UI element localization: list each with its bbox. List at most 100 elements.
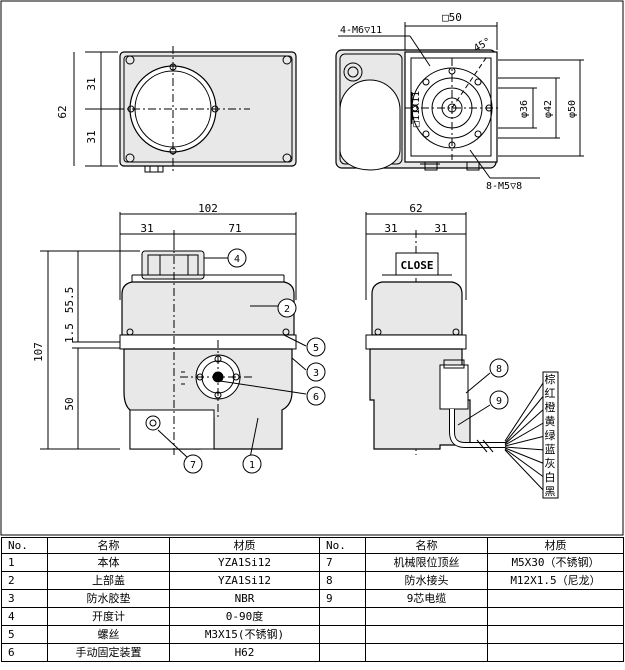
cell: 5 — [1, 625, 48, 644]
flange-view — [335, 22, 584, 179]
table-row: 4 开度计 0-90度 — [1, 607, 624, 626]
table-header-row: No. 名称 材质 No. 名称 材质 — [1, 537, 624, 554]
cell: H62 — [169, 643, 320, 662]
cell: 螺丝 — [47, 625, 170, 644]
dim-height-55: 55.5 — [63, 287, 76, 314]
balloon-4 — [227, 248, 247, 268]
dim-side-62: 62 — [409, 202, 422, 215]
cell: 1 — [1, 553, 48, 572]
cell: 4 — [1, 607, 48, 626]
wire-label: 黑 — [545, 485, 556, 498]
cell: 8 — [319, 571, 366, 590]
wire-label: 红 — [545, 387, 556, 400]
wire-label: 橙 — [545, 400, 556, 414]
dim-lower-31: 31 — [85, 130, 98, 143]
cell: 防水接头 — [365, 571, 488, 590]
dim-side-31b: 31 — [434, 222, 447, 235]
cell — [365, 643, 488, 662]
cell: 上部盖 — [47, 571, 170, 590]
cell: M3X15(不锈钢) — [169, 625, 320, 644]
cell — [319, 625, 366, 644]
cell — [487, 643, 624, 662]
cell: 7 — [319, 553, 366, 572]
header-material: 材质 — [169, 537, 320, 554]
header-no: No. — [319, 537, 366, 554]
cell — [487, 589, 624, 608]
table-row: 2 上部盖 YZA1Si12 8 防水接头 M12X1.5（尼龙） — [1, 571, 624, 590]
header-name: 名称 — [47, 537, 170, 554]
engineering-drawing: 62 31 31 □50 4-M6▽11 8-M5▽8 — [0, 0, 624, 536]
wire-label: 灰 — [545, 456, 556, 470]
wire-label: 蓝 — [545, 443, 556, 456]
cell — [487, 607, 624, 626]
cell: 3 — [1, 589, 48, 608]
cell: 0-90度 — [169, 607, 320, 626]
dim-side-31a: 31 — [384, 222, 397, 235]
header-material: 材质 — [487, 537, 624, 554]
cell — [487, 625, 624, 644]
header-name: 名称 — [365, 537, 488, 554]
dim-height-62: 62 — [56, 105, 69, 118]
dim-front-71: 71 — [228, 222, 241, 235]
table-row: 5 螺丝 M3X15(不锈钢) — [1, 625, 624, 644]
dim-height-50: 50 — [63, 397, 76, 410]
cell: 防水胶垫 — [47, 589, 170, 608]
balloon-2 — [277, 298, 297, 318]
dim-width-102: 102 — [198, 202, 218, 215]
side-view — [365, 212, 559, 499]
balloon-7-label: 7 — [190, 460, 196, 471]
balloon-8 — [489, 358, 509, 378]
balloon-9 — [489, 390, 509, 410]
cell — [319, 643, 366, 662]
cell: M12X1.5（尼龙） — [487, 571, 624, 590]
balloon-2-label: 2 — [284, 304, 290, 315]
cell: YZA1Si12 — [169, 553, 320, 572]
dim-height-107: 107 — [32, 342, 45, 362]
dim-tapped-holes: 4-M6▽11 — [340, 25, 382, 36]
cell: M5X30（不锈钢） — [487, 553, 624, 572]
cell: 9芯电缆 — [365, 589, 488, 608]
wire-label: 棕 — [545, 372, 556, 386]
balloon-9-label: 9 — [496, 396, 502, 407]
dim-front-31: 31 — [140, 222, 153, 235]
cell: YZA1Si12 — [169, 571, 320, 590]
dim-dia-42: φ42 — [543, 100, 554, 118]
balloon-8-label: 8 — [496, 364, 502, 375]
dim-shaft-square: □11X11 — [411, 91, 422, 127]
balloon-5 — [306, 337, 326, 357]
cell: 9 — [319, 589, 366, 608]
cell: 2 — [1, 571, 48, 590]
balloon-6 — [306, 386, 326, 406]
balloon-5-label: 5 — [313, 343, 319, 354]
wire-label: 黄 — [545, 414, 556, 428]
cell — [365, 625, 488, 644]
table-row: 1 本体 YZA1Si12 7 机械限位顶丝 M5X30（不锈钢） — [1, 553, 624, 572]
balloon-1-label: 1 — [249, 460, 255, 471]
cell: NBR — [169, 589, 320, 608]
dim-upper-31: 31 — [85, 77, 98, 90]
wire-label: 白 — [545, 470, 556, 484]
wire-label: 绿 — [545, 428, 556, 442]
parts-table: No. 名称 材质 No. 名称 材质 1 本体 YZA1Si12 7 机械限位… — [1, 537, 624, 662]
top-view — [73, 46, 297, 173]
cell: 机械限位顶丝 — [365, 553, 488, 572]
balloon-3 — [306, 362, 326, 382]
cell — [319, 607, 366, 626]
dim-hole-pattern: 8-M5▽8 — [486, 181, 522, 192]
cell: 6 — [1, 643, 48, 662]
cell — [365, 607, 488, 626]
balloon-7 — [183, 454, 203, 474]
header-no: No. — [1, 537, 48, 554]
table-row: 3 防水胶垫 NBR 9 9芯电缆 — [1, 589, 624, 608]
cell: 开度计 — [47, 607, 170, 626]
balloon-4-label: 4 — [234, 254, 240, 265]
cell: 手动固定装置 — [47, 643, 170, 662]
balloon-3-label: 3 — [313, 368, 319, 379]
cell: 本体 — [47, 553, 170, 572]
dim-square-50: □50 — [442, 11, 462, 24]
dim-gap-15: 1.5 — [63, 323, 76, 343]
balloon-6-label: 6 — [313, 392, 319, 403]
dim-dia-36: φ36 — [519, 100, 530, 118]
dim-dia-50: φ50 — [567, 100, 578, 118]
front-view — [40, 212, 307, 459]
